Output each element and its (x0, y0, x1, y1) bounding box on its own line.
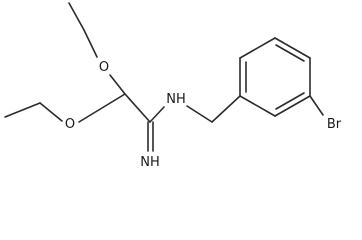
bond-nh-ch2 (186, 105, 213, 123)
bond-ethyl-lower-terminal (4, 102, 41, 118)
bond-amidine-nh (149, 106, 165, 123)
ring-bond-2 (239, 37, 276, 59)
ring-bond-6 (239, 95, 276, 117)
atom-label-nh-amine: NH (166, 92, 186, 107)
bond-ethyl-lower-ch2 (39, 102, 63, 122)
chemical-structure: O O NH NH Br (4, 2, 342, 170)
bond-ch2-ring (211, 95, 241, 123)
bond-ethyl-upper-ch2 (83, 29, 98, 58)
ring-bond-5-inner (275, 92, 305, 110)
atom-label-o-upper: O (99, 60, 109, 75)
bond-o-upper-ch (109, 74, 126, 95)
bond-ethyl-upper-terminal (68, 2, 85, 31)
ring-bond-3 (274, 37, 311, 59)
atom-label-br: Br (327, 117, 342, 132)
atom-label-nh-imine: NH (140, 155, 160, 170)
bond-ch-amidine (124, 93, 151, 123)
atom-label-o-lower: O (65, 117, 75, 132)
ring-bond-3-inner (275, 44, 305, 62)
ring-bond-5 (274, 95, 311, 117)
bond-o-lower-ch (78, 93, 126, 123)
bond-ring-br (309, 95, 324, 116)
